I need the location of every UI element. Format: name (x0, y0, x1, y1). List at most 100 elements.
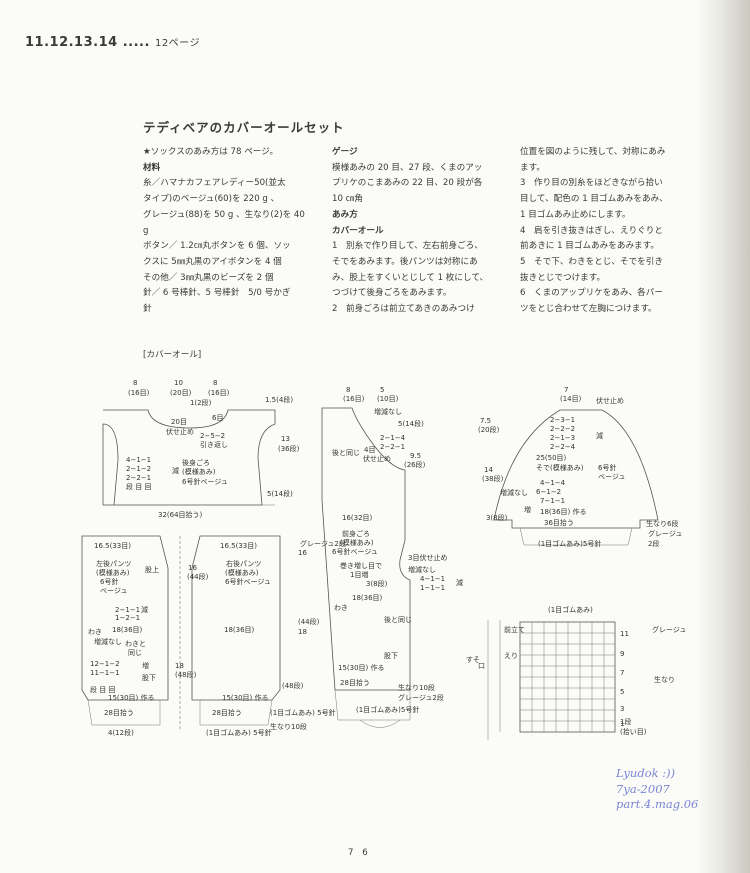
back-pants-label: 12−1−2 (90, 660, 120, 668)
back-pants-label: (44段) (298, 617, 320, 626)
sleeve-label: 7−1−1 (540, 497, 565, 505)
back-pants-label: 6号針 (100, 577, 118, 586)
front-label: 5(14段) (398, 419, 424, 428)
sleeve-label: 3(8段) (486, 513, 508, 522)
front-label: 1目増 (350, 570, 368, 579)
sleeve-label: 7 (564, 386, 568, 394)
col2-line: 2 前身ごろは前立てあきのあみつけ (332, 304, 475, 315)
sleeve-label: (38段) (482, 474, 504, 483)
front-label: 28目拾う (340, 678, 370, 687)
front-bodice-diagram (321, 407, 411, 728)
col1-line: 糸／ハマナカフェアレディー50(並太 (143, 178, 286, 189)
back-top-label: 10 (174, 379, 183, 387)
sleeve-label: (20段) (478, 425, 500, 434)
back-top-label: 6目 (212, 414, 223, 422)
sleeve-label: 増減なし (500, 488, 528, 497)
front-label: (26段) (404, 460, 426, 469)
sleeve-label: 7.5 (480, 417, 491, 425)
back-pants-label: 同じ (128, 649, 142, 657)
back-pants-label: 2−1−1 (115, 606, 140, 614)
back-pants-diagram (81, 535, 281, 730)
sleeve-label: 6−1−2 (536, 488, 561, 496)
rib-chart-label: 11 (620, 630, 629, 638)
back-pants-label: 段 目 回 (90, 685, 115, 694)
back-top-label: 2−5−2 (200, 432, 225, 440)
rib-chart-label: 1 (620, 720, 624, 728)
sleeve-label: 14 (484, 466, 493, 474)
page-number: 7 6 (348, 848, 371, 858)
sleeve-label: 2−2−4 (550, 443, 576, 451)
back-top-label: 2−1−2 (126, 465, 151, 473)
back-pants-label: (48段) (175, 670, 197, 679)
sleeve-label: 増 (524, 505, 531, 514)
col3-line: 3 作り目の別糸をほどきながら拾い (520, 178, 663, 189)
back-pants-label: 増減なし (94, 637, 122, 646)
front-label: 4目 (364, 446, 375, 454)
front-label: 2−2−1 (380, 443, 405, 451)
section-label: [カバーオール] (143, 350, 202, 360)
back-pants-label: わきと (125, 640, 146, 648)
back-pants-label: (模様あみ) (225, 568, 259, 577)
back-pants-label: 16 (188, 564, 197, 572)
sleeve-label: 2−1−3 (550, 434, 575, 442)
back-top-label: (16目) (208, 389, 230, 397)
back-pants-label: (48段) (282, 681, 304, 690)
sleeve-label: 生なり6段 (646, 519, 678, 528)
back-pants-label: 1−2−1 (115, 614, 140, 622)
back-pants-label: 18(36目) (112, 626, 143, 634)
back-pants-label: 右後パンツ (226, 559, 261, 568)
text-column-materials: ★ソックスのあみ方は 78 ページ。材料糸／ハマナカフェアレディー50(並太タイ… (143, 145, 318, 318)
front-label: (10目) (377, 395, 399, 403)
back-top-label: (20目) (170, 389, 192, 397)
back-top-label: 8 (133, 379, 137, 387)
back-top-label: 4−1−1 (126, 456, 151, 464)
col3-line: ツをとじ合わせて左胸につけます。 (520, 304, 657, 315)
back-pants-label: 股上 (145, 565, 159, 574)
back-top-label: 32(64目拾う) (158, 510, 203, 519)
back-top-label: 6号針ベージュ (182, 477, 228, 486)
col3-line: ます。 (520, 162, 545, 173)
col2-line: カバーオール (332, 225, 384, 236)
back-pants-label: 4(12段) (108, 728, 134, 737)
sleeve-label: (1目ゴムあみ)5号針 (538, 539, 601, 548)
rib-chart-label: 9 (620, 650, 624, 658)
rib-chart-label: 口 (478, 662, 485, 670)
sleeve-label: 2段 (648, 539, 659, 548)
back-pants-label: 16.5(33目) (220, 542, 257, 550)
back-pants-label: 15(30目) 作る (222, 693, 269, 702)
col1-line: 針 (143, 304, 152, 315)
front-label: わき (334, 604, 348, 612)
front-label: 18(36目) (352, 594, 383, 602)
back-pants-label: (44段) (187, 572, 209, 581)
back-pants-label: 減 (141, 605, 148, 614)
back-top-label: 2−2−1 (126, 474, 151, 482)
sleeve-diagram (493, 409, 659, 546)
rib-chart-label: 7 (620, 669, 624, 677)
sleeve-label: グレージュ (648, 529, 682, 538)
back-pants-label: ベージュ (100, 587, 127, 595)
col1-line: タイプ)のベージュ(60)を 220 g 、 (143, 194, 282, 205)
pattern-numbers: 11.12.13.14 (25, 35, 118, 50)
col3-line: 4 肩を引き抜きはぎし、えりぐりと (520, 225, 663, 236)
sleeve-label: 25(50目) (536, 454, 567, 462)
front-label: 2−1−4 (380, 434, 406, 442)
back-top-label: 後身ごろ (182, 458, 210, 467)
col1-line: ボタン／ 1.2㎝丸ボタンを 6 個、ソッ (143, 241, 291, 252)
front-label: 3(8段) (366, 579, 388, 588)
back-top-label: 1(2段) (190, 398, 212, 407)
rib-chart-label: 前立て (504, 625, 525, 634)
watermark-line-1: Lyudok :)) (616, 766, 676, 780)
front-label: 16(32目) (342, 514, 373, 522)
back-pants-label: 股下 (142, 674, 156, 682)
sleeve-label: 4−1−4 (540, 479, 566, 487)
col1-line: g (143, 225, 149, 236)
col2-line: み、股上をすくいとじして 1 枚にして、 (332, 272, 489, 283)
back-top-label: 引き返し (200, 440, 228, 449)
sleeve-label: 2−2−2 (550, 425, 575, 433)
col3-line: 1 目ゴムあみ止めにします。 (520, 209, 631, 220)
col2-line: 10 ㎝角 (332, 194, 363, 205)
back-pants-label: (模様あみ) (96, 568, 130, 577)
front-label: (模様あみ) (340, 538, 374, 547)
